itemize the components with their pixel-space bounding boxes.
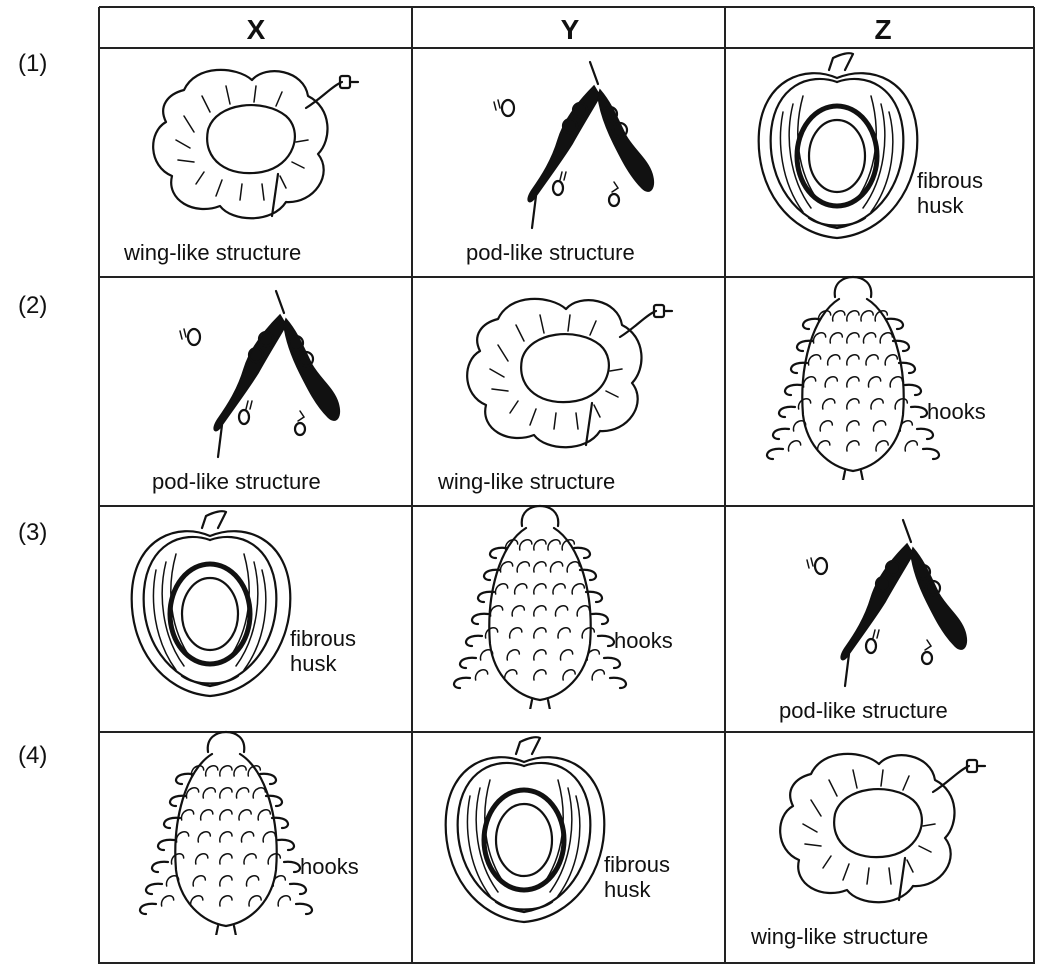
cell-option3-z: pod-like structure	[727, 508, 1039, 725]
answer-table: XYZ wing-like structure pod-like structu…	[98, 6, 1035, 965]
wing-label: wing-like structure	[124, 240, 301, 265]
fibrous-husk-fruit-drawing	[749, 52, 939, 252]
pod-label: pod-like structure	[779, 698, 948, 723]
hooked-fruit-drawing	[440, 504, 650, 709]
option-label-3: (3)	[18, 519, 47, 547]
cell-option4-z: wing-like structure	[727, 734, 1039, 951]
winged-fruit-drawing	[136, 56, 366, 226]
pod-fruit-drawing	[140, 285, 370, 460]
winged-fruit-drawing	[763, 740, 993, 910]
hooked-fruit-drawing	[126, 730, 336, 935]
cell-option3-x: fibrous husk	[100, 508, 412, 725]
husk-label: fibrous husk	[917, 168, 983, 219]
winged-fruit-drawing	[450, 285, 680, 455]
column-header-x: X	[100, 14, 412, 46]
column-header-z: Z	[727, 14, 1039, 46]
hook-label: hooks	[927, 399, 986, 424]
option-label-1: (1)	[18, 50, 47, 78]
cell-option1-z: fibrous husk	[727, 50, 1039, 267]
cell-option4-x: hooks	[100, 734, 412, 951]
cell-option2-y: wing-like structure	[414, 279, 726, 496]
cell-option3-y: hooks	[414, 508, 726, 725]
wing-label: wing-like structure	[438, 469, 615, 494]
hook-label: hooks	[614, 628, 673, 653]
pod-label: pod-like structure	[466, 240, 635, 265]
cell-option1-x: wing-like structure	[100, 50, 412, 267]
pod-label: pod-like structure	[152, 469, 321, 494]
column-header-y: Y	[414, 14, 726, 46]
husk-label: fibrous husk	[604, 852, 670, 903]
wing-label: wing-like structure	[751, 924, 928, 949]
cell-option1-y: pod-like structure	[414, 50, 726, 267]
cell-option2-x: pod-like structure	[100, 279, 412, 496]
fibrous-husk-fruit-drawing	[122, 510, 312, 710]
option-label-4: (4)	[18, 742, 47, 770]
hook-label: hooks	[300, 854, 359, 879]
cell-option4-y: fibrous husk	[414, 734, 726, 951]
hooked-fruit-drawing	[753, 275, 963, 480]
husk-label: fibrous husk	[290, 626, 356, 677]
pod-fruit-drawing	[767, 514, 997, 689]
option-label-2: (2)	[18, 292, 47, 320]
pod-fruit-drawing	[454, 56, 684, 231]
cell-option2-z: hooks	[727, 279, 1039, 496]
fibrous-husk-fruit-drawing	[436, 736, 626, 936]
